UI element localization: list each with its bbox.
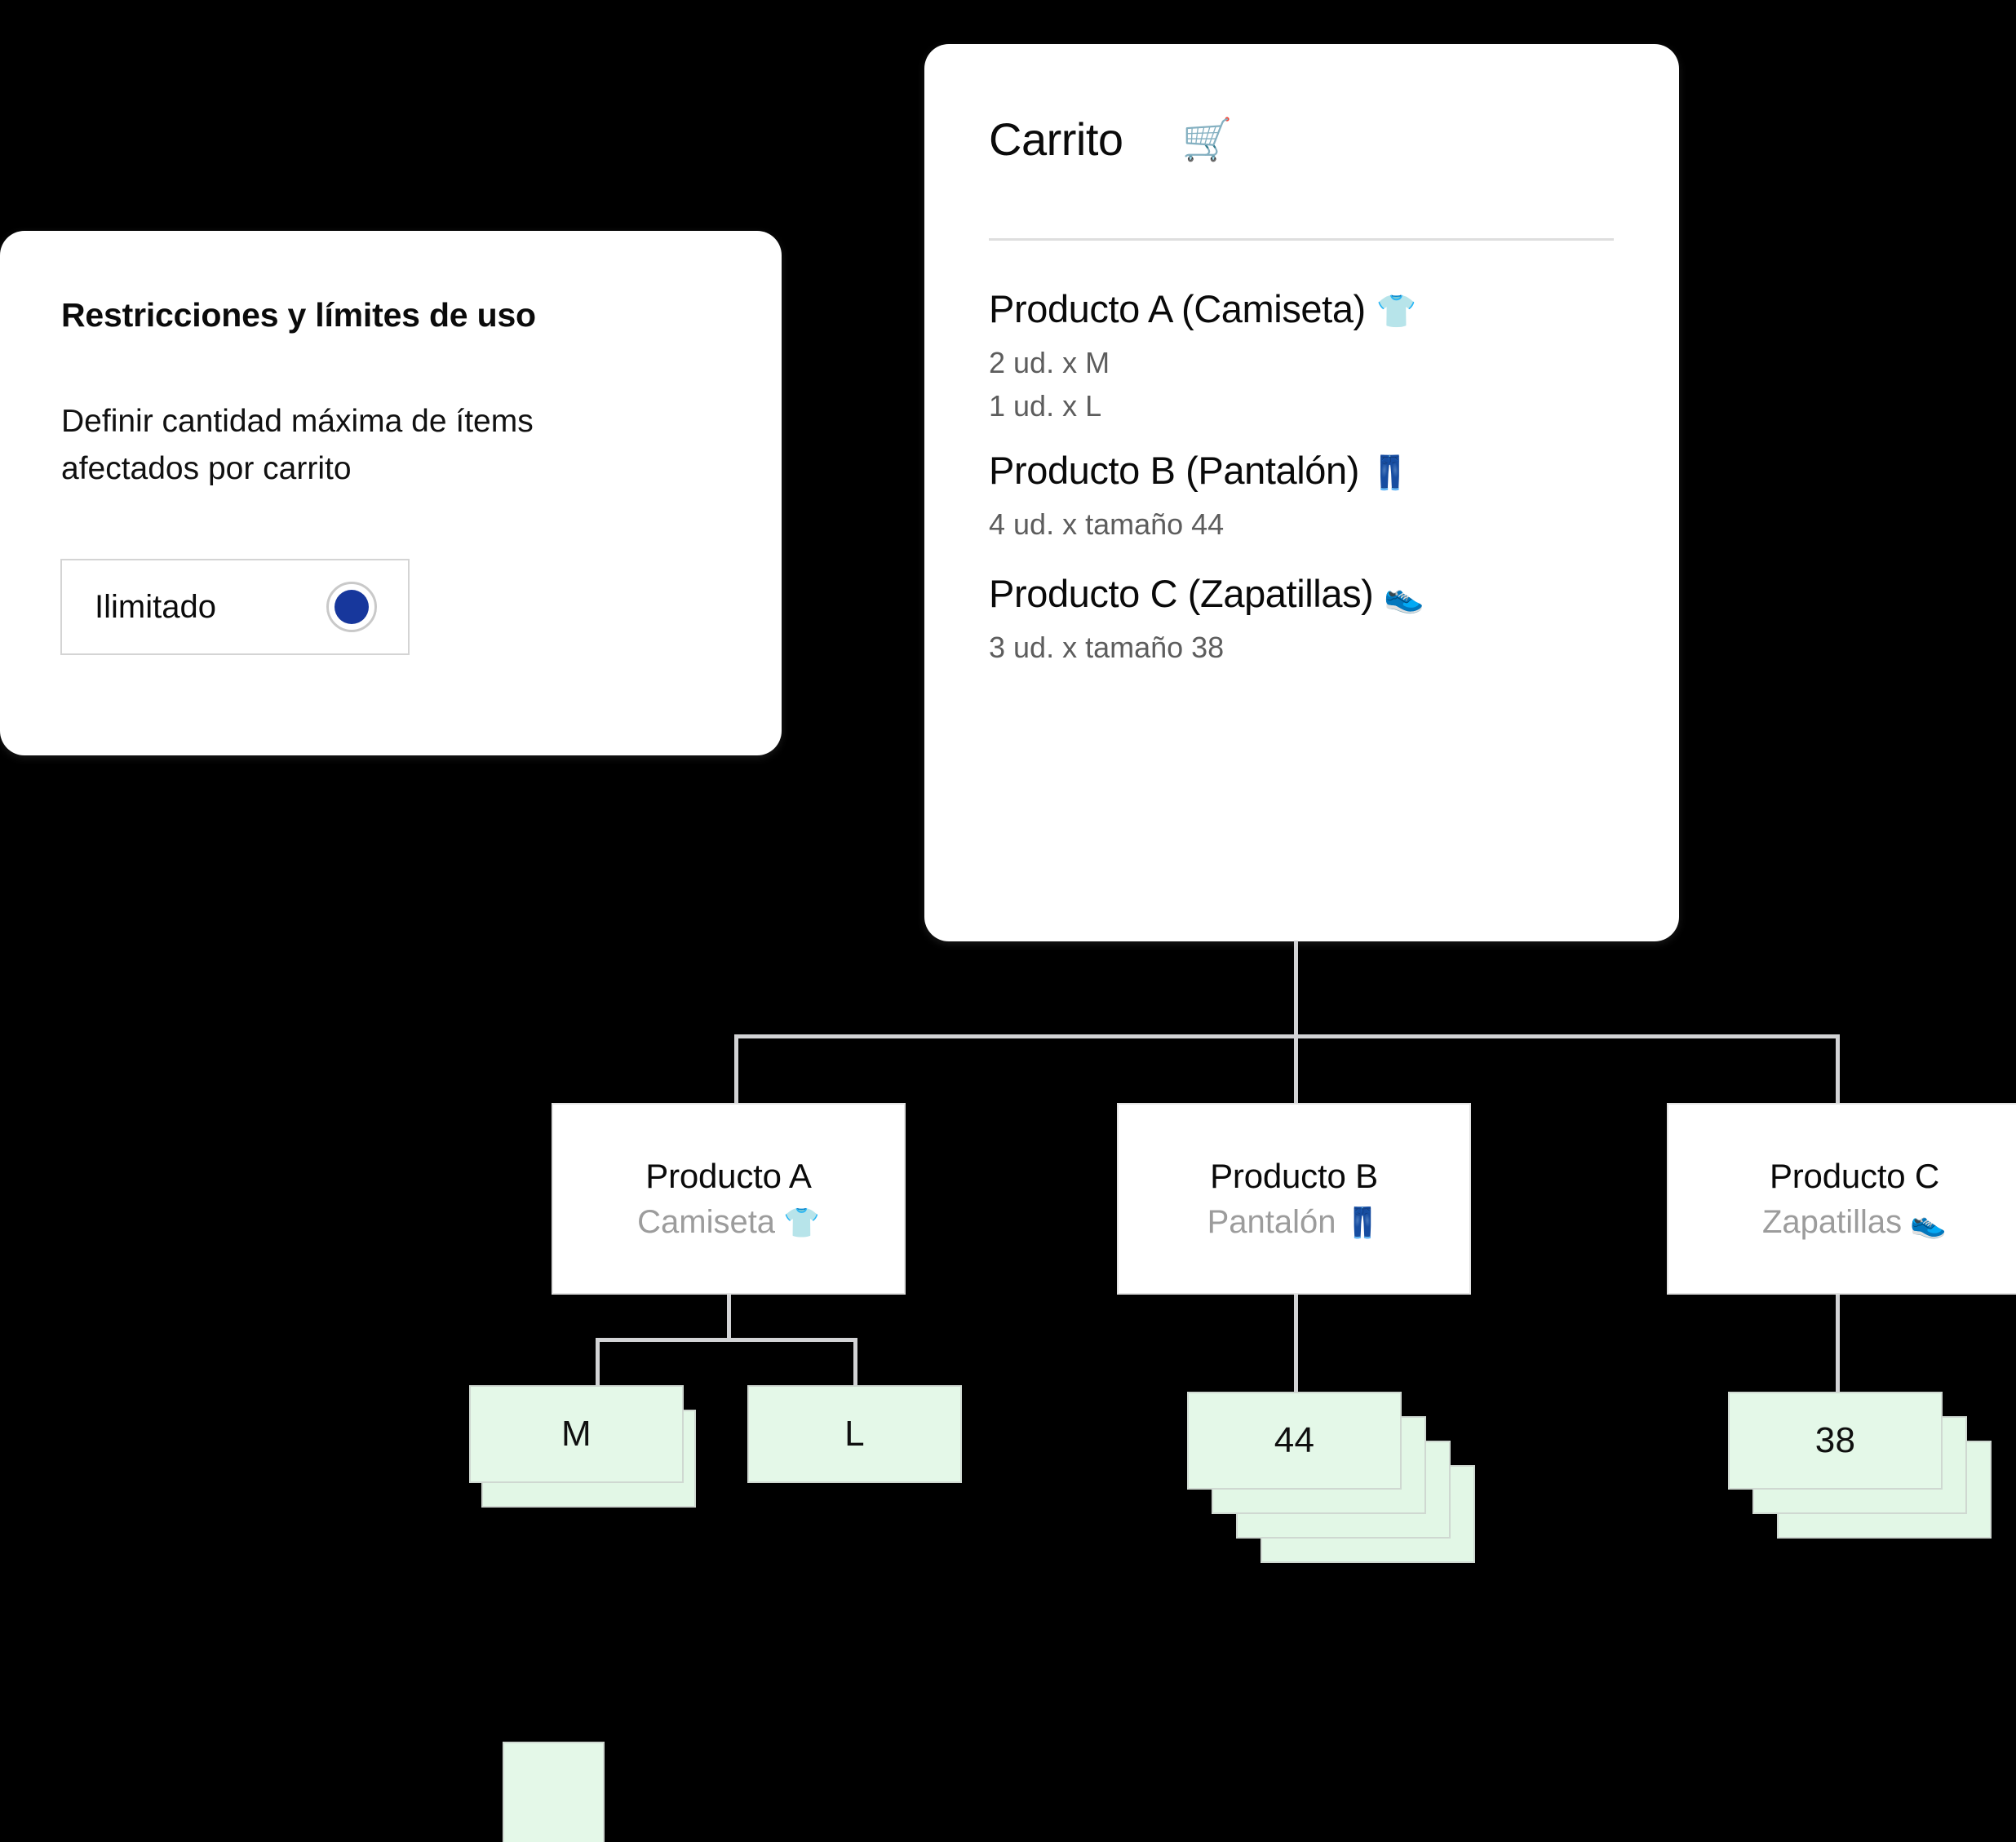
size-card-label: 38 — [1814, 1420, 1856, 1460]
connector-to-size-38 — [1836, 1295, 1840, 1394]
cart-line-item-name: Producto C (Zapatillas) 👟 — [989, 570, 1424, 618]
jeans-icon: 👖 — [1344, 1205, 1381, 1239]
size-card-label: 44 — [1274, 1420, 1315, 1460]
cart-line-item-name: Producto B (Pantalón) 👖 — [989, 447, 1411, 495]
jeans-icon: 👖 — [1369, 455, 1411, 491]
cart-line-item-name: Producto A (Camiseta) 👕 — [989, 286, 1416, 334]
cart-line-item-title: Producto A (Camiseta) — [989, 287, 1366, 330]
cart-line-item: Producto A (Camiseta) 👕 2 ud. x M 1 ud. … — [989, 286, 1416, 427]
size-card[interactable]: L — [747, 1385, 962, 1483]
cart-line-item-qty: 4 ud. x tamaño 44 — [989, 507, 1225, 541]
size-card[interactable]: 38 — [1728, 1392, 1943, 1490]
product-node-title: Producto A — [645, 1157, 812, 1195]
sneaker-icon: 👟 — [1910, 1205, 1947, 1239]
cart-divider — [989, 238, 1614, 241]
unlimited-option-label: Ilimitado — [95, 588, 216, 625]
connector-cart-trunk — [1294, 941, 1298, 1036]
product-node-subtitle-text: Pantalón — [1207, 1204, 1336, 1240]
cart-card: Carrito 🛒 Producto A (Camiseta) 👕 2 ud. … — [924, 44, 1679, 941]
connector-to-product-c — [1836, 1034, 1840, 1105]
product-node-subtitle-text: Zapatillas — [1761, 1204, 1903, 1240]
restrictions-title: Restricciones y límites de uso — [61, 296, 536, 334]
connector-to-size-44 — [1294, 1295, 1298, 1394]
cart-line-item-title: Producto C (Zapatillas) — [989, 572, 1374, 615]
size-card-partial[interactable] — [503, 1742, 605, 1842]
restrictions-description: Definir cantidad máxima de ítems afectad… — [61, 404, 534, 486]
product-node-subtitle: Zapatillas 👟 — [1762, 1204, 1947, 1241]
product-node-title: Producto C — [1769, 1157, 1940, 1195]
connector-to-size-l — [853, 1338, 857, 1387]
cart-line-item-title: Producto B (Pantalón) — [989, 449, 1360, 492]
size-card[interactable]: M — [469, 1385, 684, 1483]
size-card-label: L — [844, 1414, 865, 1454]
cart-line-item: Producto C (Zapatillas) 👟 3 ud. x tamaño… — [989, 570, 1424, 668]
connector-to-product-a — [734, 1034, 738, 1105]
cart-line-item-qty: 1 ud. x L — [989, 388, 1102, 423]
product-node-b[interactable]: Producto B Pantalón 👖 — [1117, 1103, 1471, 1295]
t-shirt-icon: 👕 — [783, 1205, 820, 1239]
product-node-a[interactable]: Producto A Camiseta 👕 — [552, 1103, 906, 1295]
size-card[interactable]: 44 — [1187, 1392, 1402, 1490]
sneaker-icon: 👟 — [1384, 578, 1424, 614]
radio-selected-dot — [335, 590, 369, 624]
unlimited-radio-button[interactable] — [326, 582, 377, 632]
usage-restrictions-card: Restricciones y límites de uso Definir c… — [0, 231, 782, 755]
product-node-subtitle: Camiseta 👕 — [637, 1204, 820, 1241]
connector-to-product-b — [1294, 1034, 1298, 1105]
connector-product-a-trunk — [727, 1295, 731, 1339]
cart-header: Carrito 🛒 — [989, 113, 1233, 166]
shopping-cart-icon: 🛒 — [1181, 116, 1233, 162]
product-node-subtitle: Pantalón 👖 — [1207, 1204, 1381, 1241]
product-node-title: Producto B — [1210, 1157, 1378, 1195]
connector-to-size-m — [596, 1338, 600, 1387]
cart-line-item-qty: 3 ud. x tamaño 38 — [989, 630, 1225, 664]
t-shirt-icon: 👕 — [1376, 294, 1416, 330]
cart-title: Carrito — [989, 113, 1123, 165]
product-node-subtitle-text: Camiseta — [637, 1204, 776, 1240]
connector-products-bar — [734, 1034, 1840, 1038]
unlimited-option-row[interactable]: Ilimitado — [60, 559, 410, 655]
connector-variants-bar-a — [596, 1338, 857, 1342]
product-node-c[interactable]: Producto C Zapatillas 👟 — [1667, 1103, 2016, 1295]
cart-line-item: Producto B (Pantalón) 👖 4 ud. x tamaño 4… — [989, 447, 1411, 545]
cart-line-item-qty: 2 ud. x M — [989, 345, 1110, 379]
size-card-label: M — [561, 1414, 592, 1454]
